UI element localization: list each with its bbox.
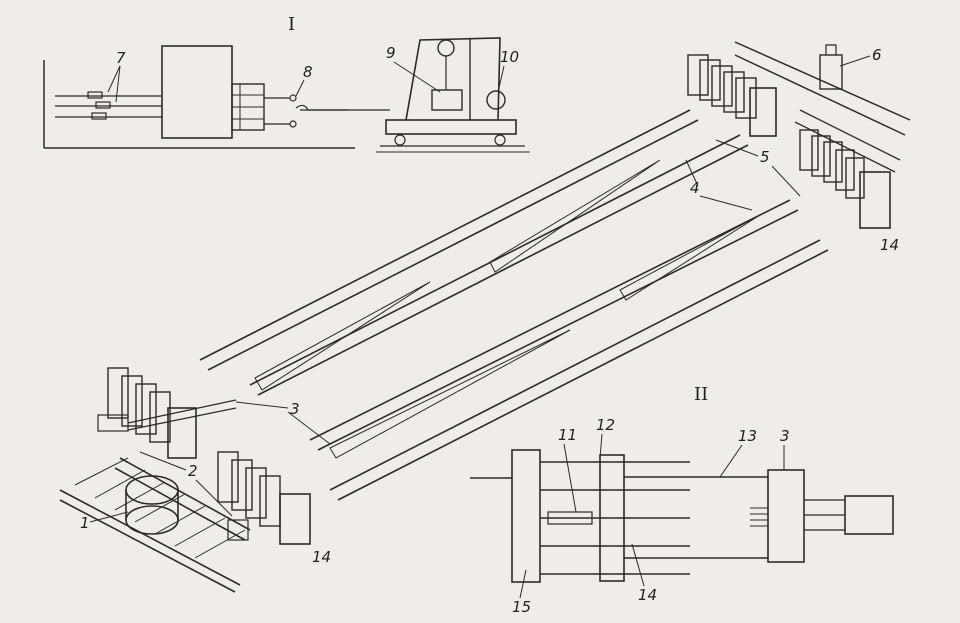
anchor-block [161,45,233,139]
rail-track-bottom [59,457,251,593]
callout-8: 8 [303,63,313,81]
winch-drum [125,475,179,535]
callout-14-inset: 14 [638,586,657,604]
bed-line-upper [199,109,749,396]
stop-plates-far [687,44,843,137]
callout-3: 3 [290,400,300,418]
inset-ii-label: II [694,384,708,405]
bed-line-lower [309,199,829,501]
callout-11: 11 [558,426,577,444]
callout-14-main-left: 14 [312,548,331,566]
callout-7: 7 [116,49,126,67]
bed-perspective: 1 2 3 4 5 6 14 14 [59,41,911,593]
callout-13: 13 [738,427,757,445]
stop-plates-far-2 [799,129,891,229]
inset-i: I 7 8 9 10 [43,14,530,153]
anchor-plate-15 [511,449,541,583]
inset-ii: II 11 12 13 3 14 15 [470,384,894,616]
callout-6: 6 [872,46,882,64]
callout-14-main-right: 14 [880,236,899,254]
stop-plates-near-right [217,451,311,545]
inset-i-label: I [288,14,295,35]
callout-10: 10 [500,48,519,66]
callout-3-inset: 3 [780,427,790,445]
callout-15: 15 [512,598,531,616]
callout-2: 2 [188,462,198,480]
stop-plates-near-left [97,367,237,459]
callout-9: 9 [386,44,396,62]
callout-12: 12 [596,416,615,434]
winch-trolley [376,37,530,153]
callout-5: 5 [760,148,770,166]
callout-1: 1 [80,514,90,532]
callout-4: 4 [690,179,700,197]
bearing-block-3 [767,469,805,563]
